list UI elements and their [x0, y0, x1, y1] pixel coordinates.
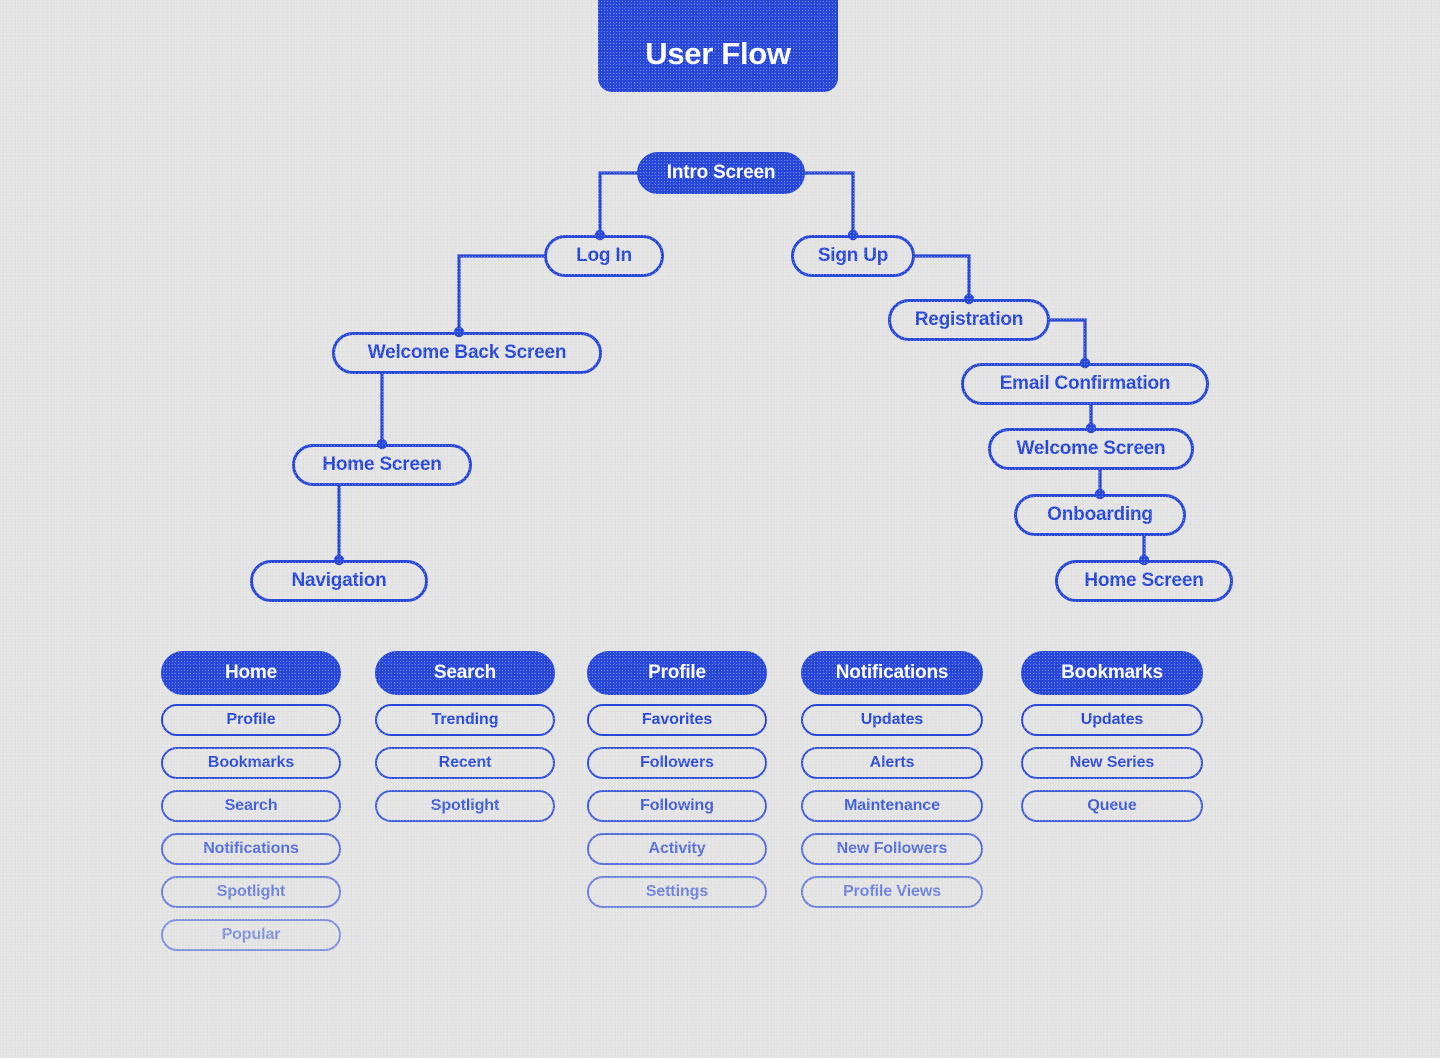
page-title: User Flow	[598, 0, 838, 92]
flow-node-label: Onboarding	[1047, 504, 1153, 525]
column-item[interactable]: Profile Views	[801, 876, 983, 908]
column-header[interactable]: Home	[161, 651, 341, 695]
flow-node-welcome_back[interactable]: Welcome Back Screen	[332, 332, 602, 374]
column-item[interactable]: Search	[161, 790, 341, 822]
flow-node-navigation[interactable]: Navigation	[250, 560, 428, 602]
flow-node-label: Welcome Back Screen	[367, 342, 567, 363]
flow-node-login[interactable]: Log In	[544, 235, 664, 277]
flow-node-label: Registration	[914, 309, 1024, 330]
connector-registration-to-email_confirm	[1048, 318, 1087, 365]
column-item[interactable]: Followers	[587, 747, 767, 779]
flow-node-label: Intro Screen	[666, 162, 776, 183]
flow-node-label: Navigation	[291, 570, 387, 591]
column-item[interactable]: New Followers	[801, 833, 983, 865]
column-item[interactable]: Profile	[161, 704, 341, 736]
flow-node-label: Welcome Screen	[1016, 438, 1166, 459]
flow-node-intro[interactable]: Intro Screen	[637, 152, 805, 194]
flow-node-label: Home Screen	[1084, 570, 1204, 591]
flow-node-signup[interactable]: Sign Up	[791, 235, 915, 277]
flow-node-label: Email Confirmation	[999, 373, 1171, 394]
column-item[interactable]: Updates	[1021, 704, 1203, 736]
page-title-label: User Flow	[645, 36, 791, 71]
column-item[interactable]: Updates	[801, 704, 983, 736]
flow-node-home_right[interactable]: Home Screen	[1055, 560, 1233, 602]
flow-node-label: Log In	[576, 245, 632, 266]
column-header[interactable]: Bookmarks	[1021, 651, 1203, 695]
flow-node-home_left[interactable]: Home Screen	[292, 444, 472, 486]
column-item[interactable]: Maintenance	[801, 790, 983, 822]
column-item[interactable]: Following	[587, 790, 767, 822]
column-item[interactable]: Recent	[375, 747, 555, 779]
column-item[interactable]: Notifications	[161, 833, 341, 865]
flow-node-label: Sign Up	[817, 245, 889, 266]
column-header[interactable]: Notifications	[801, 651, 983, 695]
connector-login-to-welcome_back	[457, 254, 546, 334]
flow-node-registration[interactable]: Registration	[888, 299, 1050, 341]
column-item[interactable]: Popular	[161, 919, 341, 951]
flow-node-label: Home Screen	[322, 454, 442, 475]
column-item[interactable]: Settings	[587, 876, 767, 908]
connector-signup-to-registration	[913, 254, 971, 301]
column-item[interactable]: Queue	[1021, 790, 1203, 822]
column-item[interactable]: New Series	[1021, 747, 1203, 779]
column-item[interactable]: Spotlight	[161, 876, 341, 908]
column-item[interactable]: Favorites	[587, 704, 767, 736]
column-item[interactable]: Activity	[587, 833, 767, 865]
column-item[interactable]: Trending	[375, 704, 555, 736]
flow-node-email_confirm[interactable]: Email Confirmation	[961, 363, 1209, 405]
column-item[interactable]: Bookmarks	[161, 747, 341, 779]
connector-intro-to-login	[598, 171, 639, 237]
column-item[interactable]: Spotlight	[375, 790, 555, 822]
column-item[interactable]: Alerts	[801, 747, 983, 779]
flow-node-welcome_screen[interactable]: Welcome Screen	[988, 428, 1194, 470]
connector-intro-to-signup	[803, 171, 855, 237]
column-header[interactable]: Search	[375, 651, 555, 695]
column-header[interactable]: Profile	[587, 651, 767, 695]
flow-node-onboarding[interactable]: Onboarding	[1014, 494, 1186, 536]
